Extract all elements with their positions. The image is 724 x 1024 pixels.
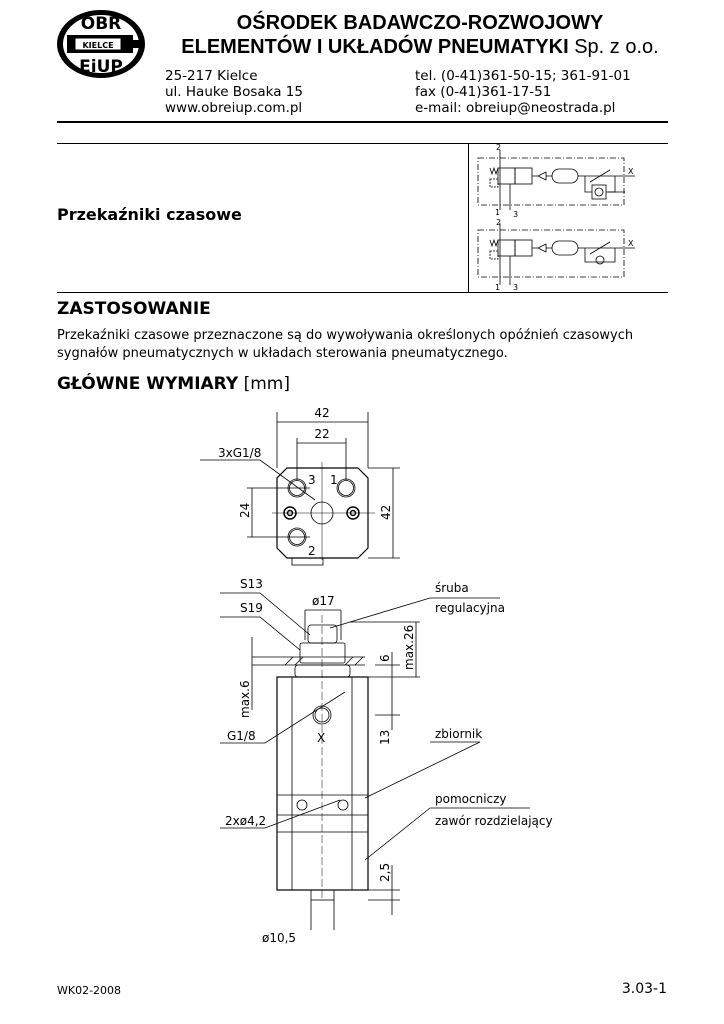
label-s19: S19	[240, 601, 263, 615]
side-view: S13 S19 ø17 śruba regulacyjna max.26 6 m…	[220, 577, 553, 945]
logo-text-bottom: EiUP	[79, 57, 123, 77]
dim-max6: max.6	[238, 680, 252, 718]
title-line-1: OŚRODEK BADAWCZO-ROZWOJOWY	[236, 12, 604, 34]
product-top-divider	[57, 143, 668, 144]
address-postal: 25-217 Kielce	[165, 68, 258, 84]
product-bottom-divider	[57, 292, 668, 293]
port-1-label: 1	[330, 473, 338, 487]
logo-text-middle: KIELCE	[82, 41, 113, 50]
label-sruba: śruba	[435, 581, 469, 595]
website-link[interactable]: www.obreiup.com.pl	[165, 100, 303, 116]
label-x: X	[317, 731, 325, 745]
dim-max26: max.26	[402, 625, 416, 670]
dimensions-unit: [mm]	[243, 374, 290, 394]
title-line-2: ELEMENTÓW I UKŁADÓW PNEUMATYKI Sp. z o.o…	[160, 35, 680, 59]
label-zbiornik: zbiornik	[435, 727, 482, 741]
dim-2-5: 2,5	[378, 863, 392, 882]
port-2-label: 2	[308, 544, 316, 558]
dim-42-height: 42	[379, 505, 393, 520]
phone: tel. (0-41)361-50-15; 361-91-01	[415, 68, 631, 84]
port-label-1b: 1	[495, 283, 500, 292]
label-s13: S13	[240, 577, 263, 591]
pneumatic-schematic: 2 1 3 X 2 1 3 X	[477, 143, 635, 292]
company-logo: OBR KIELCE EiUP	[57, 10, 145, 78]
schematic-variant-1	[477, 150, 635, 210]
email-link[interactable]: e-mail: obreiup@neostrada.pl	[415, 100, 616, 116]
port-label-x: X	[628, 167, 634, 176]
address-street: ul. Hauke Bosaka 15	[165, 84, 303, 100]
port-label-3: 3	[513, 210, 518, 219]
technical-drawing: 42 22 3xG1/8 24 42 3 1 2 S13 S19 ø17	[200, 406, 553, 945]
dim-dia10-5: ø10,5	[262, 931, 296, 945]
label-holes: 2xø4,2	[225, 814, 266, 828]
label-regulacyjna: regulacyjna	[435, 601, 505, 615]
port-label-3b: 3	[513, 283, 518, 292]
dim-13: 13	[378, 730, 392, 745]
dimensions-heading: GŁÓWNE WYMIARY [mm]	[57, 374, 290, 394]
document-code: WK02-2008	[57, 984, 122, 997]
schematic-border	[468, 143, 469, 293]
dimensions-heading-text: GŁÓWNE WYMIARY	[57, 374, 239, 394]
title-line-2-bold: ELEMENTÓW I UKŁADÓW PNEUMATYKI	[181, 36, 569, 58]
label-pomocniczy: pomocniczy	[435, 792, 507, 806]
contact-block: tel. (0-41)361-50-15; 361-91-01 fax (0-4…	[415, 68, 631, 116]
dim-42-width: 42	[314, 406, 329, 420]
dim-dia17: ø17	[312, 594, 335, 608]
application-heading: ZASTOSOWANIE	[57, 299, 211, 319]
label-3xg18: 3xG1/8	[218, 446, 261, 460]
top-view: 42 22 3xG1/8 24 42 3 1 2	[200, 406, 400, 566]
application-text: Przekaźniki czasowe przeznaczone są do w…	[57, 328, 634, 361]
label-g18: G1/8	[227, 729, 256, 743]
port-label-2b: 2	[496, 218, 501, 227]
label-zawor: zawór rozdzielający	[435, 814, 553, 828]
port-label-1: 1	[495, 208, 500, 217]
port-3-label: 3	[308, 473, 316, 487]
port-label-2: 2	[496, 143, 501, 152]
title-suffix: Sp. z o.o.	[574, 36, 659, 58]
address-block: 25-217 Kielce ul. Hauke Bosaka 15 www.ob…	[165, 68, 303, 116]
header-divider	[57, 121, 668, 123]
fax: fax (0-41)361-17-51	[415, 84, 552, 100]
port-label-xb: X	[628, 239, 634, 248]
page-number: 3.03-1	[621, 981, 667, 997]
dim-6: 6	[378, 654, 392, 662]
dim-22: 22	[314, 427, 329, 441]
product-name: Przekaźniki czasowe	[57, 205, 242, 224]
logo-text-top: OBR	[81, 14, 122, 34]
company-title: OŚRODEK BADAWCZO-ROZWOJOWY ELEMENTÓW I U…	[160, 11, 680, 59]
dim-24: 24	[238, 503, 252, 518]
schematic-variant-2	[477, 223, 635, 285]
